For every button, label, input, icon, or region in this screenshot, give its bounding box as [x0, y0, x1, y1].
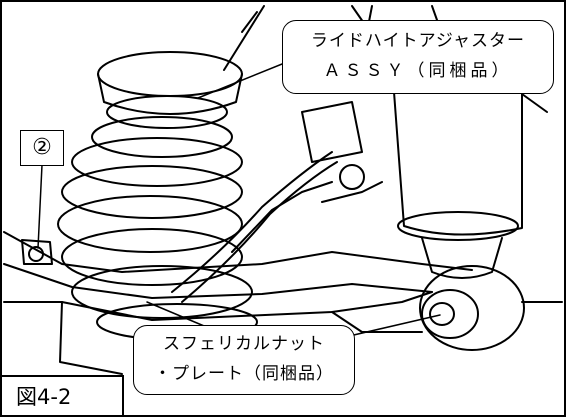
- lower-arm-drawing: [3, 231, 473, 375]
- ride-height-adjuster-callout: ライドハイトアジャスター ＡＳＳＹ（同梱品）: [282, 20, 554, 94]
- callout-text-line: ・プレート（同梱品）: [154, 364, 334, 384]
- callout-text-line: ライドハイトアジャスター: [310, 31, 526, 51]
- callout-text-line: スフェリカルナット: [163, 334, 325, 354]
- bolt-drawing: [21, 239, 53, 265]
- coil-spring-drawing: [57, 95, 258, 341]
- leader-lines: [37, 59, 441, 348]
- reference-marker-box: ②: [20, 130, 64, 166]
- bushing-drawing: [419, 265, 563, 351]
- figure-label: 図4-2: [2, 375, 124, 415]
- brake-line-drawing: [171, 101, 383, 303]
- spherical-nut-plate-callout: スフェリカルナット ・プレート（同梱品）: [133, 325, 355, 395]
- callout-text-line: ＡＳＳＹ（同梱品）: [323, 61, 513, 81]
- shock-absorber-drawing: [393, 91, 548, 279]
